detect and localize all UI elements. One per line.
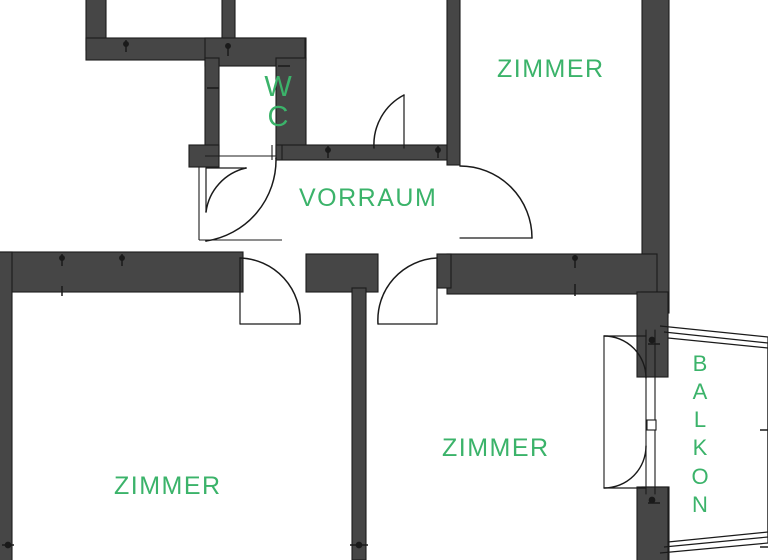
tick-dot-bottom-col [355,541,363,549]
tick-dot-mid-1 [59,255,65,261]
wall-vorraum-top-horizontal [275,144,449,161]
wall-wc-right-vertical [275,57,307,157]
room-label-balkon-line-3: L [693,407,707,433]
room-label-balkon-line-5: O [691,463,709,489]
wall-lower-right-vertical-b [636,291,669,378]
wall-bottom-divider-head [305,253,379,293]
door-hall-arc [205,167,247,213]
tick-dot-vorraum-top [325,147,331,153]
room-label-balkon-line-6: N [692,491,708,517]
tick-dot-mid-2 [119,255,125,261]
wall-bottom-divider-column [351,287,367,560]
door-balcony-center-mullion [646,419,657,431]
tick-dot-top-2 [225,43,231,49]
balcony-railing-outer [659,325,768,554]
tick-dot-left-bottom [4,541,12,549]
room-label-zimmer-bottom-right: ZIMMER [442,434,550,462]
door-bottom-left-arc [239,257,301,325]
room-label-balkon-line-1: B [692,351,708,376]
tick-dot-vorraum-top-2 [435,147,441,153]
room-label-zimmer-top-right: ZIMMER [497,55,605,83]
tick-dot-mid-4 [572,255,578,261]
balcony-railing-inner-2 [667,337,768,543]
door-balcony-upper-arc [603,335,647,379]
tick-dot-right-1 [648,336,656,344]
room-label-balkon: B A L K O N [688,350,712,519]
tick-dot-right-2 [648,496,656,504]
doors-group [205,94,657,495]
room-label-zimmer-bottom-left: ZIMMER [114,472,222,500]
room-label-balkon-line-2: A [692,379,708,405]
walls-group [0,0,670,560]
room-label-balkon-line-4: K [692,435,708,461]
wall-tick-marks-group [2,40,768,549]
door-vorraum-right-arc [459,165,533,239]
door-bottom-right-arc [377,257,438,325]
wall-central-vertical-upper [446,0,461,166]
wall-upper-middle-vertical [221,0,236,41]
door-zimmer-top-arc [373,94,405,149]
room-label-vorraum: VORRAUM [299,184,438,212]
wall-mid-horizontal-right [446,253,658,295]
wall-mid-right-pier [436,253,452,289]
balcony-railing-group [659,325,768,554]
wall-exterior-left-vertical [0,251,13,560]
balcony-railing-inner [663,331,768,548]
room-label-wc: W C [248,72,308,133]
door-wc-arc [205,157,277,242]
wall-wc-left-vertical [204,57,220,157]
room-label-wc-line-2: C [267,101,289,134]
room-label-wc-line-1: W [264,71,292,103]
tick-dot-top-1 [123,41,129,47]
door-balcony-lower-arc [603,445,647,489]
